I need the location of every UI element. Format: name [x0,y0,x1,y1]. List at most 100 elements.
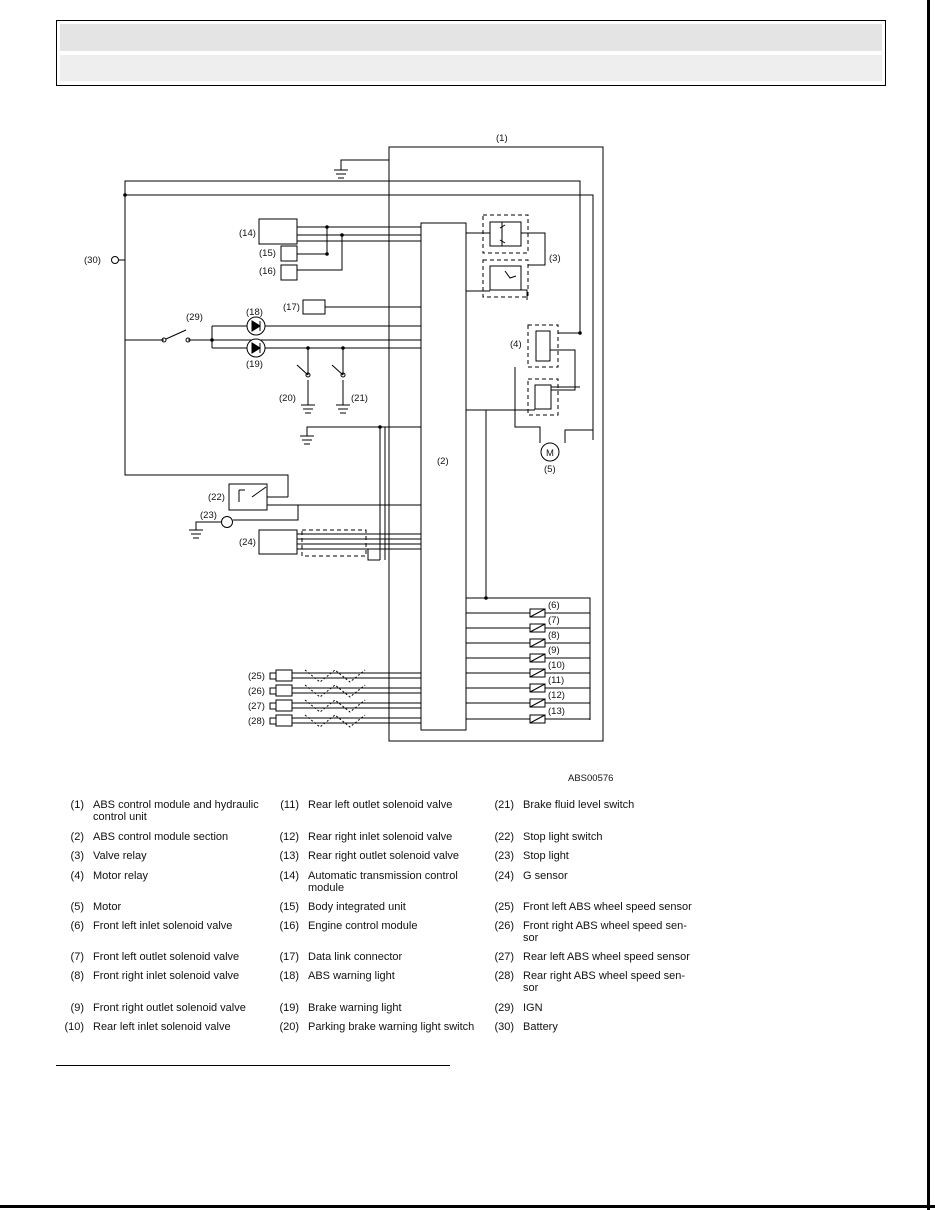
legend-text: IGN [523,1002,543,1014]
label-25: (25) [248,671,265,682]
legend-text: ABS control module and hydraulic control… [93,799,259,823]
label-3: (3) [549,253,561,264]
legend-number: (5) [70,901,84,913]
legend-number: (20) [279,1021,299,1033]
legend-text: Engine control module [308,920,418,932]
legend-number: (15) [279,901,299,913]
abs-control-section-box [420,222,467,731]
legend-text: Stop light switch [523,831,603,843]
legend-number: (13) [279,850,299,862]
legend-text: Front left inlet solenoid valve [93,920,233,932]
legend-number: (26) [494,920,514,932]
legend-text: Body integrated unit [308,901,406,913]
label-30: (30) [84,255,101,266]
legend-number: (16) [279,920,299,932]
label-6: (6) [548,600,560,611]
wiring-diagram: (1) (2) (3) (4) (5) M (6) (7) (8) (9) (1… [84,133,604,742]
abs-module-box [388,146,604,742]
label-22: (22) [208,492,225,503]
legend-number: (1) [70,799,84,811]
legend-number: (30) [494,1021,514,1033]
label-14: (14) [239,228,256,239]
legend-number: (24) [494,870,514,882]
legend-text: Brake fluid level switch [523,799,635,811]
legend-number: (2) [70,831,84,843]
legend-number: (29) [494,1002,514,1014]
legend-number: (25) [494,901,514,913]
legend-text: Front right outlet solenoid valve [93,1002,246,1014]
legend-text: Front left outlet solenoid valve [93,951,240,963]
legend-number: (9) [70,1002,84,1014]
label-16: (16) [259,266,276,277]
legend-text: Data link connector [308,951,403,963]
label-19: (19) [246,359,263,370]
legend-number: (17) [279,951,299,963]
legend-text: Rear left inlet solenoid valve [93,1021,231,1033]
label-21: (21) [351,393,368,404]
label-12: (12) [548,690,565,701]
legend-number: (22) [494,831,514,843]
legend-number: (19) [279,1002,299,1014]
legend-text: Valve relay [93,850,147,862]
legend-text: Rear left outlet solenoid valve [308,799,453,811]
label-9: (9) [548,645,560,656]
legend-text: Automatic transmission control module [308,870,458,894]
label-4: (4) [510,339,522,350]
legend-number: (12) [279,831,299,843]
legend-text: Parking brake warning light switch [308,1021,475,1033]
legend-text: ABS warning light [308,970,395,982]
legend-number: (23) [494,850,514,862]
header-bar-top [60,24,882,52]
legend-text: G sensor [523,870,568,882]
legend-text: Brake warning light [308,1002,402,1014]
legend-text: Rear right outlet solenoid valve [308,850,460,862]
legend-text: Front left ABS wheel speed sensor [523,901,692,913]
legend-text: Front right ABS wheel speed sen-sor [523,920,687,944]
label-20: (20) [279,393,296,404]
legend-text: Motor [93,901,122,913]
legend-number: (11) [280,799,299,811]
label-26: (26) [248,686,265,697]
footer-rule [56,1065,450,1066]
legend-text: Rear right ABS wheel speed sen-sor [523,970,686,994]
legend-number: (4) [70,870,84,882]
legend-number: (18) [279,970,299,982]
motor-symbol: M [546,448,554,459]
header-box [56,20,886,86]
legend-number: (3) [70,850,84,862]
figure-code: ABS00576 [568,773,614,784]
label-27: (27) [248,701,265,712]
label-8: (8) [548,630,560,641]
label-11: (11) [548,675,564,686]
legend-number: (21) [494,799,514,811]
label-28: (28) [248,716,265,727]
legend-number: (10) [64,1021,84,1033]
legend-number: (7) [70,951,84,963]
legend-number: (8) [70,970,84,982]
label-17: (17) [283,302,300,313]
page-border-bottom [0,1205,935,1208]
label-5: (5) [544,464,556,475]
label-29: (29) [186,312,203,323]
legend-number: (6) [70,920,84,932]
legend-text: Battery [523,1021,558,1033]
legend-text: Stop light [523,850,569,862]
label-18: (18) [246,307,263,318]
legend-number: (14) [279,870,299,882]
label-10: (10) [548,660,565,671]
label-7: (7) [548,615,560,626]
legend-number: (27) [494,951,514,963]
legend-text: Motor relay [93,870,149,882]
label-2: (2) [437,456,449,467]
label-23: (23) [200,510,217,521]
legend-text: Front right inlet solenoid valve [93,970,240,982]
label-13: (13) [548,706,565,717]
label-24: (24) [239,537,256,548]
label-15: (15) [259,248,276,259]
legend-text: Rear left ABS wheel speed sensor [523,951,690,963]
label-1: (1) [496,133,508,144]
legend-text: ABS control module section [93,831,229,843]
legend-text: Rear right inlet solenoid valve [308,831,453,843]
header-bar-bottom [60,55,882,81]
legend-number: (28) [494,970,514,982]
